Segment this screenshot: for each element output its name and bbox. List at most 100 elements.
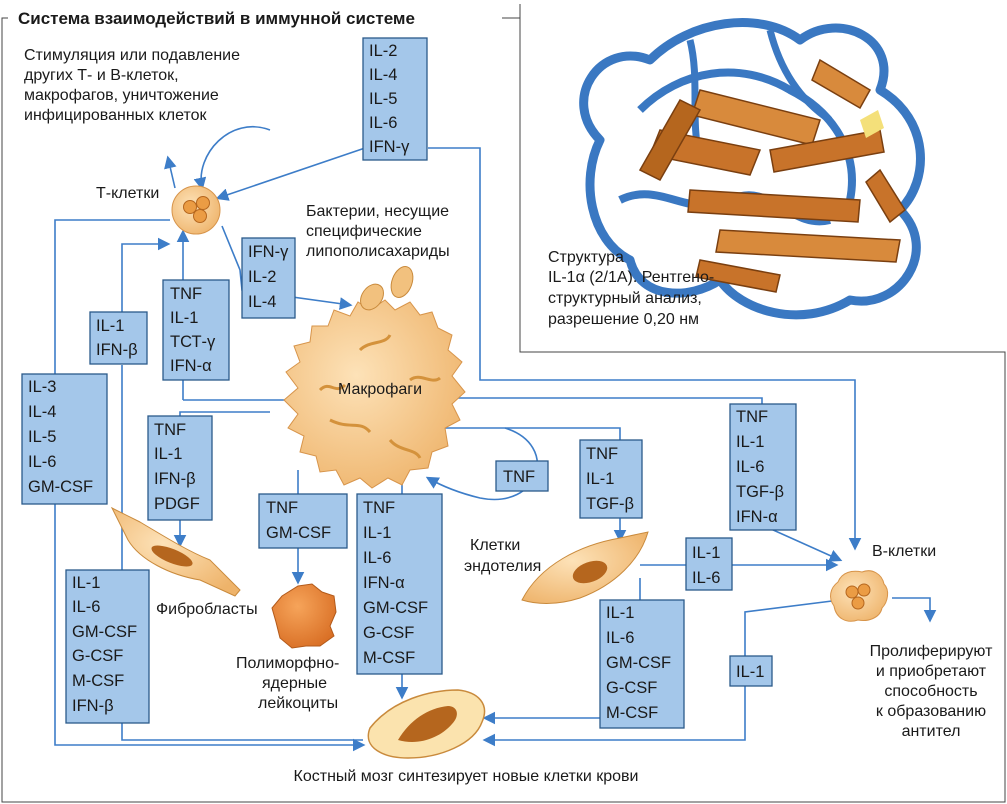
svg-text:IL-6: IL-6 xyxy=(72,598,100,616)
svg-text:липополисахариды: липополисахариды xyxy=(306,243,450,260)
fibroblasts-label: Фибробласты xyxy=(156,601,258,618)
pmn-cell xyxy=(271,583,337,649)
svg-text:IFN-α: IFN-α xyxy=(363,574,405,592)
cytokine-box-bottom-left: IL-1 IL-6 GM-CSF G-CSF M-CSF IFN-β xyxy=(65,569,150,724)
svg-text:IL-1: IL-1 xyxy=(736,663,764,681)
svg-text:IFN-β: IFN-β xyxy=(154,470,196,488)
fibroblast-cell xyxy=(110,506,241,597)
bone-marrow-label: Костный мозг синтезирует новые клетки кр… xyxy=(294,768,639,785)
svg-text:TGF-β: TGF-β xyxy=(736,483,784,501)
svg-text:M-CSF: M-CSF xyxy=(72,672,124,690)
svg-text:M-CSF: M-CSF xyxy=(606,704,658,722)
structure-caption: Структура IL-1α (2/1А). Рентгено- структ… xyxy=(548,249,714,328)
svg-text:IFN-γ: IFN-γ xyxy=(369,138,410,156)
svg-text:способность: способность xyxy=(884,683,977,700)
bacteria-label: Бактерии, несущие специфические липополи… xyxy=(306,203,450,260)
svg-text:IL-5: IL-5 xyxy=(28,428,56,446)
svg-text:TNF: TNF xyxy=(736,408,768,426)
svg-text:PDGF: PDGF xyxy=(154,495,200,513)
t-cells-label: Т-клетки xyxy=(96,185,159,202)
svg-text:Бактерии, несущие: Бактерии, несущие xyxy=(306,203,449,220)
svg-text:G-CSF: G-CSF xyxy=(72,647,123,665)
endothelium-label: Клетки эндотелия xyxy=(464,537,541,575)
svg-text:IFN-β: IFN-β xyxy=(72,697,114,715)
svg-text:GM-CSF: GM-CSF xyxy=(266,524,331,542)
svg-text:IL-6: IL-6 xyxy=(369,114,397,132)
svg-text:IL-4: IL-4 xyxy=(248,293,276,311)
svg-text:к образованию: к образованию xyxy=(876,703,986,720)
proliferate-label: Пролиферируют и приобретают способность … xyxy=(870,643,993,740)
svg-text:Стимуляция или подавление: Стимуляция или подавление xyxy=(24,47,240,64)
protein-structure-image xyxy=(537,0,1005,338)
svg-text:TNF: TNF xyxy=(170,285,202,303)
svg-text:TNF: TNF xyxy=(363,499,395,517)
svg-text:разрешение 0,20 нм: разрешение 0,20 нм xyxy=(548,311,699,328)
svg-text:IL-1: IL-1 xyxy=(586,470,614,488)
svg-text:IFN-β: IFN-β xyxy=(96,341,138,359)
svg-text:G-CSF: G-CSF xyxy=(606,679,657,697)
cytokine-box-fibro: TNF IL-1 IFN-β PDGF xyxy=(147,415,213,521)
svg-text:GM-CSF: GM-CSF xyxy=(363,599,428,617)
svg-text:специфические: специфические xyxy=(306,223,422,240)
cytokine-box-pmn: TNF GM-CSF xyxy=(258,493,348,549)
cytokine-box-top: IL-2 IL-4 IL-5 IL-6 IFN-γ xyxy=(362,37,428,161)
svg-text:инфицированных клеток: инфицированных клеток xyxy=(24,107,208,124)
svg-text:лейкоциты: лейкоциты xyxy=(258,695,338,712)
svg-text:IL-1: IL-1 xyxy=(606,604,634,622)
pmn-label: Полиморфно- ядерные лейкоциты xyxy=(236,655,339,712)
svg-text:IL-3: IL-3 xyxy=(28,378,56,396)
endothelium-cell xyxy=(521,531,649,604)
svg-text:антител: антител xyxy=(902,723,961,740)
cytokine-box-tnf-loop: TNF xyxy=(495,460,549,492)
svg-text:IL-6: IL-6 xyxy=(606,629,634,647)
svg-text:ТСТ-γ: ТСТ-γ xyxy=(170,333,216,351)
bone-marrow-cell xyxy=(367,689,486,759)
svg-text:и приобретают: и приобретают xyxy=(876,663,987,680)
svg-text:Структура: Структура xyxy=(548,249,624,266)
svg-text:IL-6: IL-6 xyxy=(736,458,764,476)
outer-frame xyxy=(1,4,1006,803)
diagram-title: Система взаимодействий в иммунной систем… xyxy=(18,9,415,28)
cytokine-box-endo-in: TNF IL-1 TGF-β xyxy=(579,439,643,519)
svg-text:IL-6: IL-6 xyxy=(28,453,56,471)
svg-text:TNF: TNF xyxy=(586,445,618,463)
svg-text:GM-CSF: GM-CSF xyxy=(72,623,137,641)
t-cell xyxy=(171,185,221,235)
b-cells-label: В-клетки xyxy=(872,543,936,560)
svg-text:M-CSF: M-CSF xyxy=(363,649,415,667)
svg-text:IL-1: IL-1 xyxy=(154,445,182,463)
cytokine-box-ifn-il: IFN-γ IL-2 IL-4 xyxy=(241,237,296,319)
svg-text:IFN-γ: IFN-γ xyxy=(248,243,289,261)
cytokine-box-tnf-col: TNF IL-1 ТСТ-γ IFN-α xyxy=(162,279,230,381)
svg-text:Полиморфно-: Полиморфно- xyxy=(236,655,339,672)
svg-text:других Т- и В-клеток,: других Т- и В-клеток, xyxy=(24,67,179,84)
macrophages-label: Макрофаги xyxy=(338,381,422,398)
svg-text:GM-CSF: GM-CSF xyxy=(606,654,671,672)
svg-text:IL-5: IL-5 xyxy=(369,90,397,108)
cytokine-box-b-il1: IL-1 xyxy=(729,655,773,687)
svg-text:IL-2: IL-2 xyxy=(369,42,397,60)
svg-text:TNF: TNF xyxy=(503,468,535,486)
cytokine-box-endo-down: IL-1 IL-6 GM-CSF G-CSF M-CSF xyxy=(599,599,685,729)
svg-text:IL-1: IL-1 xyxy=(170,309,198,327)
svg-text:макрофагов, уничтожение: макрофагов, уничтожение xyxy=(24,87,219,104)
svg-text:TGF-β: TGF-β xyxy=(586,495,634,513)
cytokine-box-endo-to-b: IL-1 IL-6 xyxy=(685,537,733,591)
svg-text:IL-1: IL-1 xyxy=(736,433,764,451)
svg-text:IL-6: IL-6 xyxy=(363,549,391,567)
svg-text:GM-CSF: GM-CSF xyxy=(28,478,93,496)
cytokine-box-mac-down: TNF IL-1 IL-6 IFN-α GM-CSF G-CSF M-CSF xyxy=(356,493,443,675)
svg-text:TNF: TNF xyxy=(266,499,298,517)
svg-text:G-CSF: G-CSF xyxy=(363,624,414,642)
svg-text:IL-6: IL-6 xyxy=(692,569,720,587)
stimulation-label: Стимуляция или подавление других Т- и В-… xyxy=(24,47,240,124)
b-cell xyxy=(830,570,889,622)
svg-text:IL-1: IL-1 xyxy=(96,317,124,335)
svg-text:эндотелия: эндотелия xyxy=(464,558,541,575)
svg-text:IL-4: IL-4 xyxy=(28,403,56,421)
svg-text:ядерные: ядерные xyxy=(262,675,327,692)
macrophage-cell xyxy=(283,299,466,489)
cytokine-box-il1-ifnb: IL-1 IFN-β xyxy=(89,311,148,365)
bacteria-icon xyxy=(360,266,414,311)
svg-text:IL-4: IL-4 xyxy=(369,66,397,84)
